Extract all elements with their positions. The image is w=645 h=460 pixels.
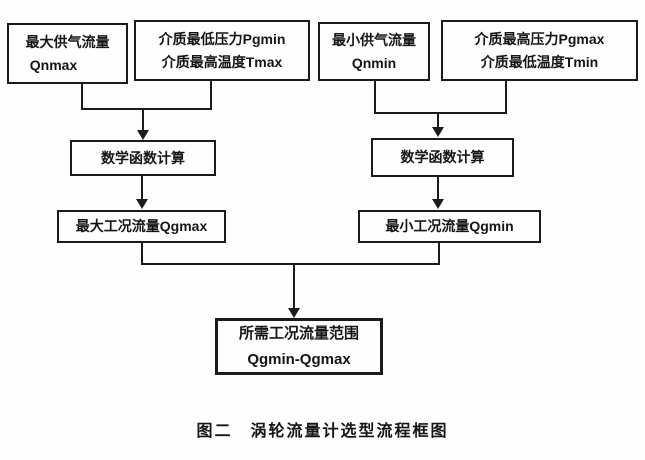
node-min-pressure-max-temp: 介质最低压力Pgmin 介质最高温度Tmax xyxy=(134,20,310,81)
node-label: 最小工况流量Qgmin xyxy=(385,218,514,235)
node-label: 介质最低温度Tmin xyxy=(480,53,599,70)
node-label: 数学函数计算 xyxy=(101,149,185,166)
node-min-supply-flow: 最小供气流量 Qnmin xyxy=(318,22,430,81)
arrowhead xyxy=(288,308,300,318)
node-label: 介质最高温度Tmax xyxy=(161,53,283,70)
node-max-supply-flow: 最大供气流量 Qnmax xyxy=(7,23,128,84)
node-label: 最大供气流量 xyxy=(25,34,110,51)
node-required-flow-range: 所需工况流量范围 Qgmin-Qgmax xyxy=(215,318,383,375)
node-min-working-flow: 最小工况流量Qgmin xyxy=(358,210,541,243)
node-math-calc-left: 数学函数计算 xyxy=(70,140,216,176)
node-label: Qnmin xyxy=(351,54,397,71)
node-label: Qgmin-Qgmax xyxy=(247,350,351,368)
node-max-pressure-min-temp: 介质最高压力Pgmax 介质最低温度Tmin xyxy=(441,20,638,81)
node-math-calc-right: 数学函数计算 xyxy=(371,138,514,177)
arrowhead xyxy=(136,199,148,209)
figure-caption: 图二 涡轮流量计选型流程框图 xyxy=(196,423,449,440)
arrowhead xyxy=(137,130,149,140)
node-label: 介质最高压力Pgmax xyxy=(474,31,605,48)
node-label: 所需工况流量范围 xyxy=(238,325,359,342)
node-label: Qnmax xyxy=(29,56,78,73)
node-label: 数学函数计算 xyxy=(400,149,485,166)
arrowhead xyxy=(432,199,444,209)
node-max-working-flow: 最大工况流量Qgmax xyxy=(57,210,226,243)
node-label: 最小供气流量 xyxy=(332,32,416,49)
node-label: 最大工况流量Qgmax xyxy=(75,218,208,235)
arrowhead xyxy=(432,127,444,137)
node-label: 介质最低压力Pgmin xyxy=(158,31,286,48)
